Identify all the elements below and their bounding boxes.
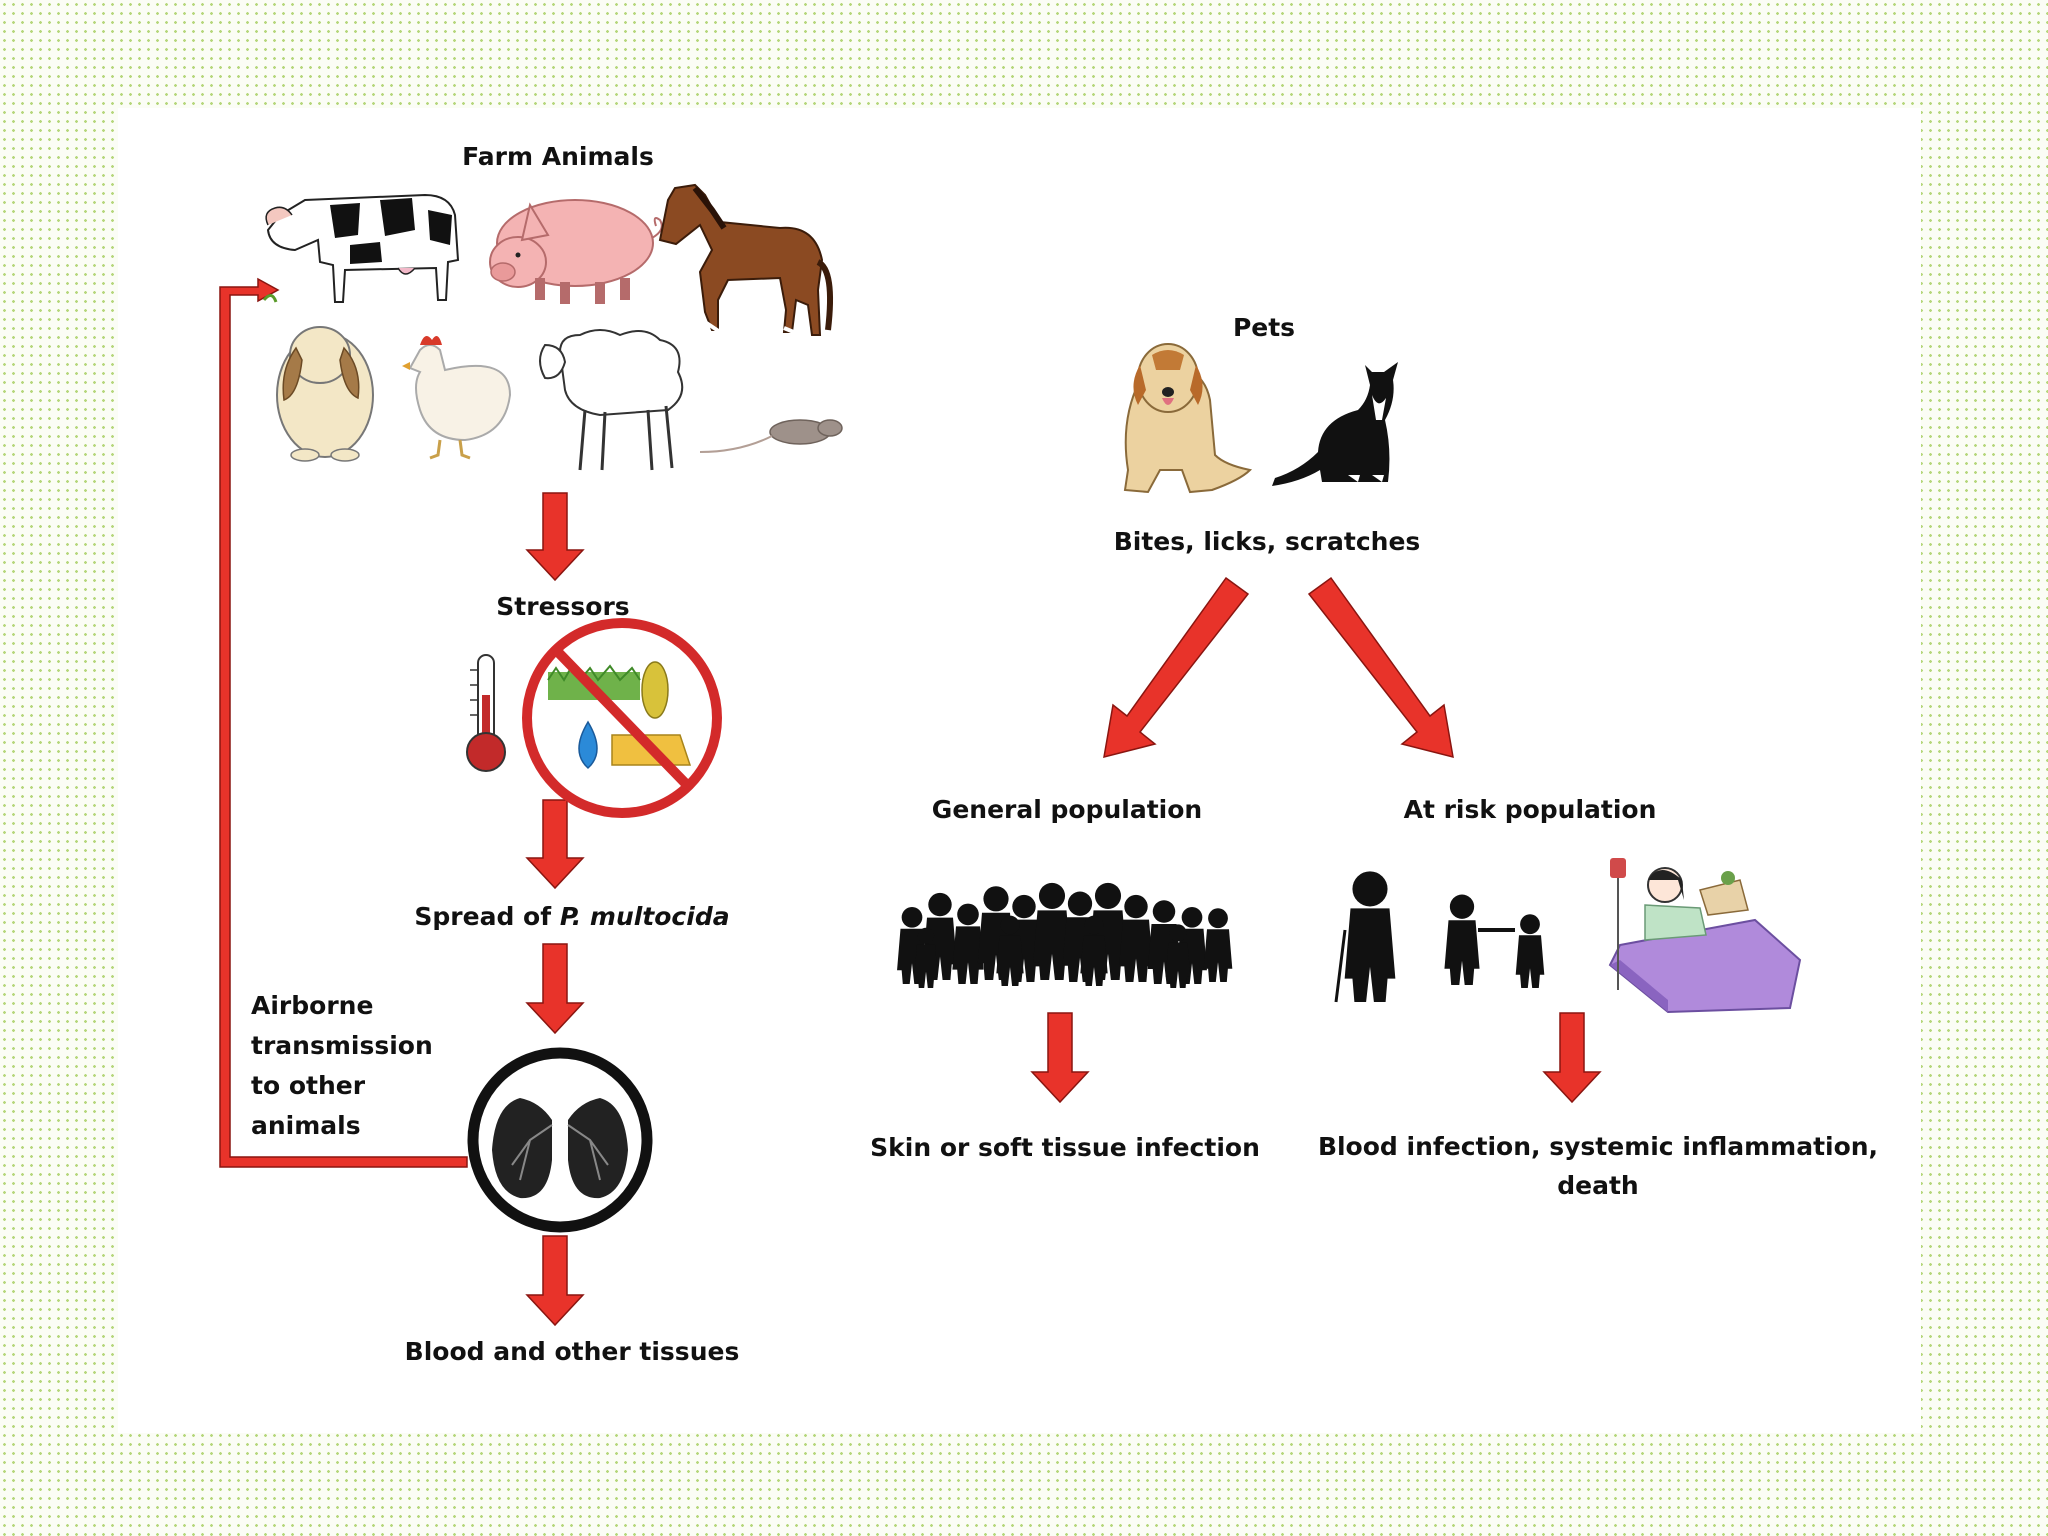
- arrow-diagonal-to-at-risk-population: [1307, 576, 1454, 759]
- chicken-icon: [402, 336, 512, 460]
- arrow-down-lungs-to-blood: [525, 1235, 585, 1327]
- label-airborne-line2: transmission: [251, 1031, 433, 1060]
- arrow-down-stressors-to-spread: [525, 799, 585, 890]
- label-spread-of-pathogen: Spread of P. multocida: [414, 902, 729, 931]
- cat-icon: [1272, 362, 1398, 486]
- label-airborne-line3: to other: [251, 1071, 366, 1100]
- label-at-risk-population: At risk population: [1404, 795, 1657, 824]
- pig-icon: [489, 199, 663, 304]
- horse-icon: [658, 183, 833, 336]
- rat-icon: [699, 419, 843, 453]
- label-skin-soft-tissue-infection: Skin or soft tissue infection: [870, 1133, 1260, 1162]
- cow-icon: [262, 193, 460, 303]
- thermometer-icon: [466, 654, 506, 772]
- label-blood-infection-line2: death: [1557, 1171, 1638, 1200]
- no-food-water-icon: [522, 618, 722, 818]
- label-blood-and-tissues: Blood and other tissues: [405, 1337, 740, 1366]
- label-general-population: General population: [932, 795, 1202, 824]
- arrow-diagonal-to-general-population: [1103, 576, 1250, 759]
- sheep-icon: [539, 329, 684, 471]
- label-airborne-line1: Airborne: [251, 991, 373, 1020]
- label-pets: Pets: [1233, 313, 1295, 342]
- elderly-person-icon: [1334, 871, 1396, 1003]
- label-spread-species: P. multocida: [560, 902, 730, 931]
- label-bites-licks-scratches: Bites, licks, scratches: [1114, 527, 1421, 556]
- label-blood-infection-line1: Blood infection, systemic inflammation,: [1318, 1132, 1878, 1161]
- rabbit-icon: [276, 326, 374, 462]
- label-farm-animals: Farm Animals: [462, 142, 654, 171]
- arrow-down-farm-to-stressors: [525, 492, 585, 582]
- label-spread-prefix: Spread of: [414, 902, 559, 931]
- label-airborne-line4: animals: [251, 1111, 361, 1140]
- dog-icon: [1123, 343, 1253, 494]
- sick-patient-icon: [1608, 858, 1802, 1014]
- children-icon: [1444, 894, 1545, 988]
- crowd-icon: [897, 882, 1233, 988]
- label-stressors: Stressors: [496, 592, 629, 621]
- slide-background: [118, 108, 1921, 1433]
- arrow-down-spread-to-lungs: [525, 943, 585, 1035]
- lungs-icon: [467, 1047, 653, 1233]
- arrow-down-atrisk-to-blood-infection: [1542, 1012, 1602, 1104]
- arrow-down-general-to-skin: [1030, 1012, 1090, 1104]
